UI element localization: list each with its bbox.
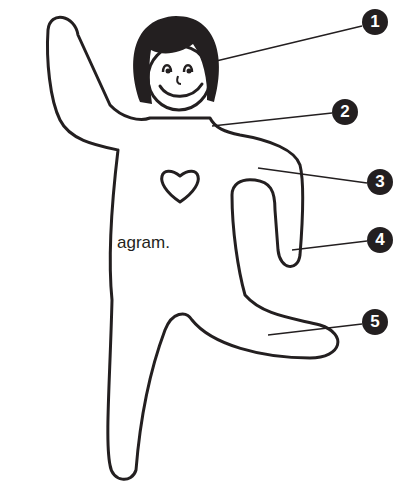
callout-number: 2: [332, 99, 358, 125]
callout-disc: [362, 309, 388, 335]
callout-number: 1: [362, 9, 388, 35]
callout-disc: [362, 9, 388, 35]
leader-line: [292, 241, 367, 250]
hair: [133, 16, 219, 104]
pupil: [187, 69, 192, 74]
smile: [160, 84, 202, 96]
callout-disc: [367, 227, 393, 253]
callout-number: 3: [367, 169, 393, 195]
leader-line: [268, 324, 362, 335]
leader-line: [212, 26, 362, 62]
leader-line: [258, 168, 367, 183]
callout-number: 4: [367, 227, 393, 253]
callout-number: 5: [362, 309, 388, 335]
nose: [177, 76, 181, 84]
heart: [162, 171, 199, 202]
body-outline: [48, 17, 338, 479]
callout-disc: [332, 99, 358, 125]
pupil: [166, 69, 171, 74]
callout-disc: [367, 169, 393, 195]
note-text: agram.: [117, 233, 170, 253]
leader-line: [212, 113, 332, 126]
